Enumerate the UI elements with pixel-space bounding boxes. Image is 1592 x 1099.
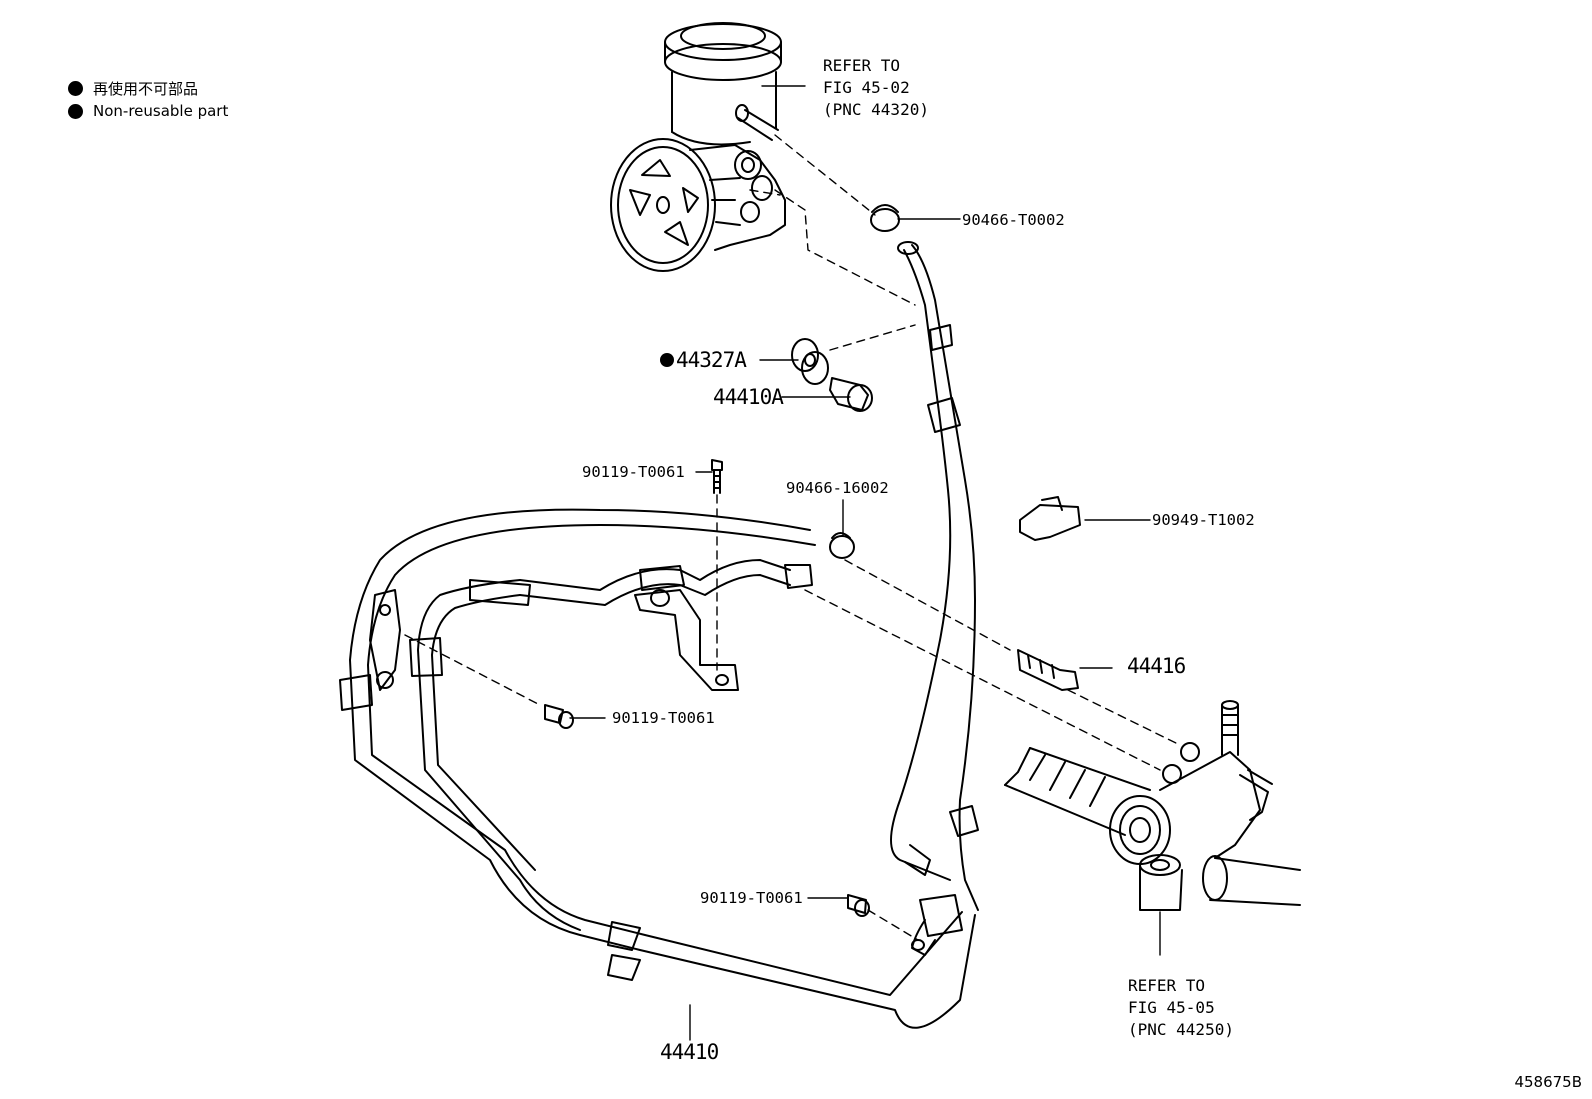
leader-lines [569, 85, 1161, 1041]
callout-44410a[interactable]: 44410A [713, 385, 784, 409]
figure-number: 458675B [1514, 1073, 1582, 1091]
callout-90119-t0061-lower[interactable]: 90119-T0061 [700, 889, 803, 907]
legend-text: 再使用不可部品 [93, 80, 199, 98]
ref-line: (PNC 44320) [823, 100, 929, 119]
callout-90466-t0002[interactable]: 90466-T0002 [962, 211, 1065, 229]
callout-44416[interactable]: 44416 [1127, 654, 1186, 678]
dashed-lines [404, 134, 1181, 941]
pump-assembly [610, 22, 786, 272]
callout-44410[interactable]: 44410 [660, 1040, 719, 1064]
pump-reference: REFER TO FIG 45-02 (PNC 44320) [823, 55, 929, 121]
legend-text: Non-reusable part [93, 102, 229, 120]
callout-44327a[interactable]: 44327A [660, 348, 747, 372]
pressure-tube [339, 508, 976, 1029]
non-reusable-dot-icon [68, 81, 83, 96]
callout-90466-16002[interactable]: 90466-16002 [786, 479, 889, 497]
gear-reference: REFER TO FIG 45-05 (PNC 44250) [1128, 975, 1234, 1041]
non-reusable-dot-icon [68, 103, 83, 119]
ref-line: REFER TO [823, 56, 901, 75]
callout-text: 44327A [676, 348, 747, 372]
callout-90119-t0061-upper[interactable]: 90119-T0061 [582, 463, 685, 481]
callout-90119-t0061-left[interactable]: 90119-T0061 [612, 709, 715, 727]
callout-90949-t1002[interactable]: 90949-T1002 [1152, 511, 1255, 529]
non-reusable-dot-icon [660, 353, 674, 367]
ref-line: REFER TO [1128, 976, 1206, 995]
small-parts [544, 204, 1081, 917]
ref-line: FIG 45-05 [1128, 998, 1215, 1017]
ref-line: (PNC 44250) [1128, 1020, 1234, 1039]
legend-item-jp: 再使用不可部品 [68, 78, 198, 99]
steering-gear-assembly [1004, 700, 1301, 911]
return-hose [890, 241, 979, 911]
legend-item-en: Non-reusable part [68, 102, 228, 120]
ref-line: FIG 45-02 [823, 78, 910, 97]
